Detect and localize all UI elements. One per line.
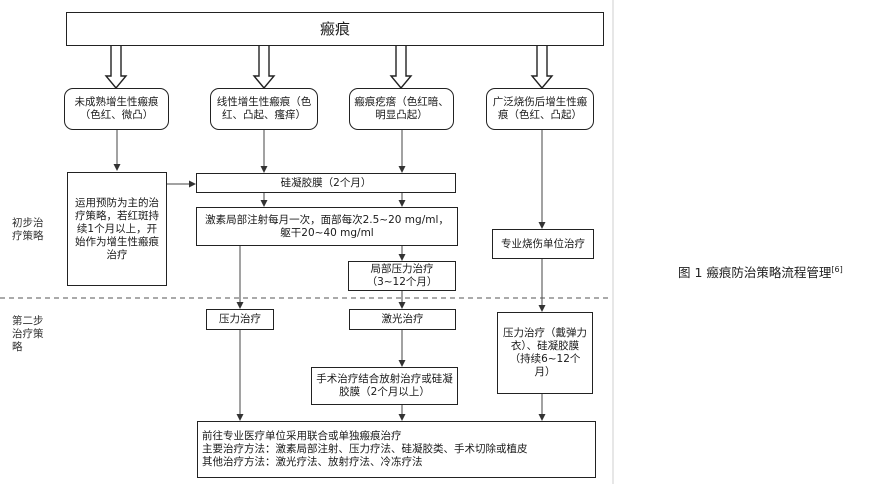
phase-label-second: 第二步治疗策略 [12, 315, 44, 353]
node-surgery: 手术治疗结合放射治疗或硅凝胶膜（2个月以上） [311, 367, 458, 405]
node-local-pressure: 局部压力治疗 （3~12个月） [348, 261, 456, 291]
root-arrows [104, 45, 554, 90]
figure-caption: 图 1 瘢痕防治策略流程管理[6] [678, 262, 843, 281]
node-laser-therapy: 激光治疗 [349, 309, 456, 330]
final-line-1: 前往专业医疗单位采用联合或单独瘢痕治疗 [202, 430, 402, 442]
category-burn-hypertrophic: 广泛烧伤后增生性瘢痕（色红、凸起） [486, 88, 594, 130]
category-immature-hypertrophic: 未成熟增生性瘢痕（色红、微凸） [64, 88, 169, 130]
final-line-3: 其他治疗方法：激光疗法、放射疗法、冷冻疗法 [202, 456, 423, 468]
phase-label-initial: 初步治疗策略 [12, 217, 44, 242]
caption-text: 图 1 瘢痕防治策略流程管理 [678, 265, 832, 280]
root-node: 瘢痕 [66, 12, 604, 46]
node-burn-unit: 专业烧伤单位治疗 [492, 229, 594, 259]
caption-ref: [6] [831, 264, 843, 274]
node-prevention: 运用预防为主的治疗策略，若红斑持续1个月以上，开始作为增生性瘢痕治疗 [67, 172, 167, 286]
node-steroid-injection: 激素局部注射每月一次，面部每次2.5~20 mg/ml，躯干20~40 mg/m… [196, 207, 458, 246]
final-line-2: 主要治疗方法：激素局部注射、压力疗法、硅凝胶类、手术切除或植皮 [202, 443, 528, 455]
category-linear-hypertrophic: 线性增生性瘢痕（色红、凸起、瘙痒） [210, 88, 318, 130]
node-final-treatment: 前往专业医疗单位采用联合或单独瘢痕治疗 主要治疗方法：激素局部注射、压力疗法、硅… [197, 421, 596, 478]
node-silicone-gel: 硅凝胶膜（2个月） [196, 173, 456, 193]
node-pressure-therapy: 压力治疗 [206, 309, 274, 330]
category-keloid: 瘢痕疙瘩（色红暗、明显凸起） [349, 88, 454, 130]
node-burn-pressure: 压力治疗（戴弹力衣）、硅凝胶膜（持续6~12个月） [497, 312, 593, 394]
